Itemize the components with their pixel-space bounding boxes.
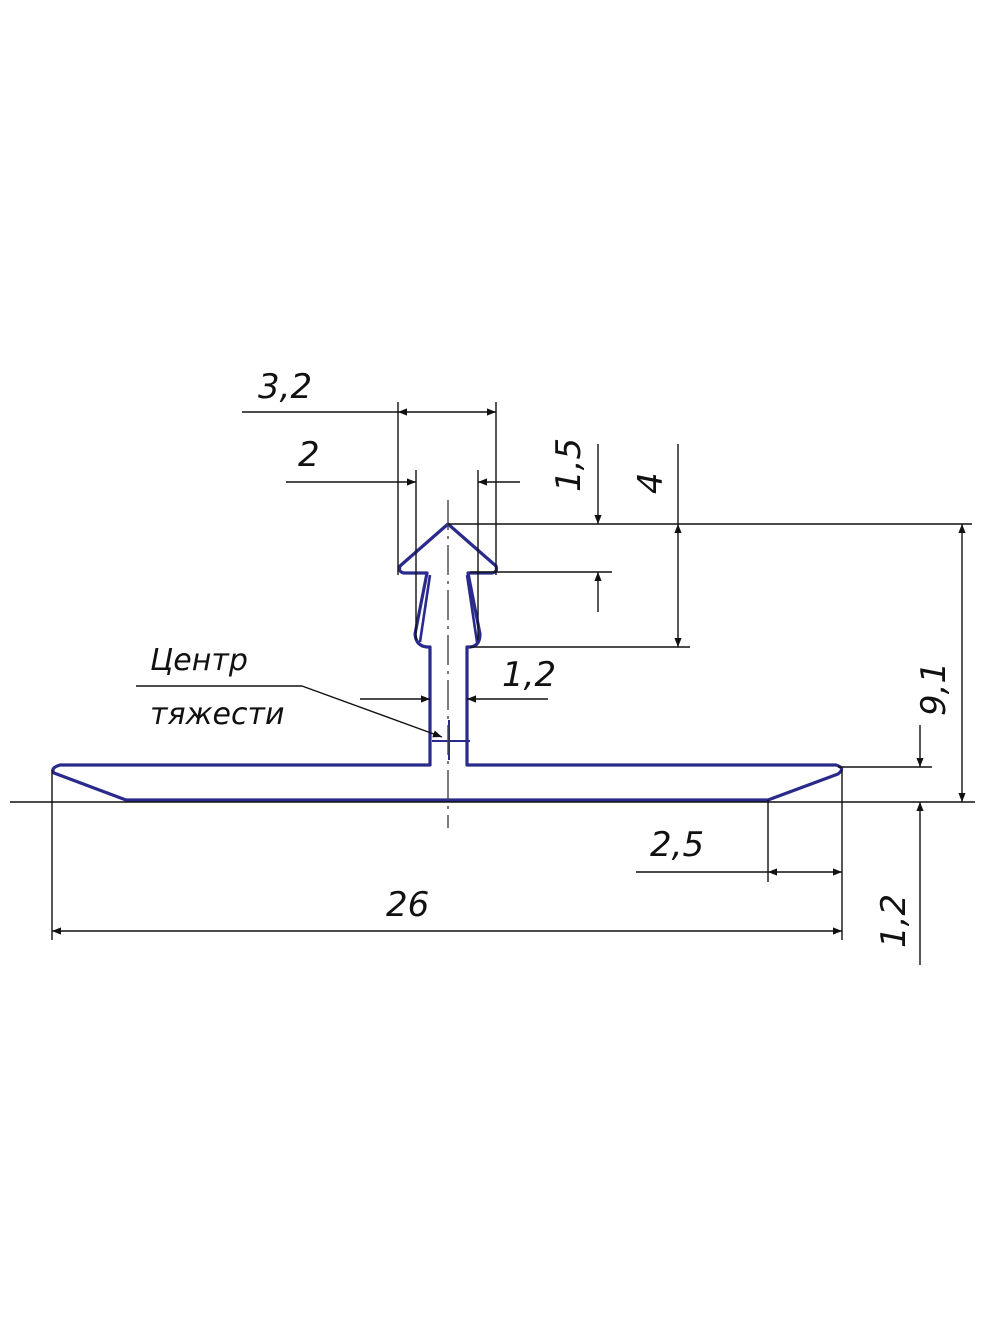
dim-neck-width: 1,2 — [502, 655, 556, 695]
cap-outline — [51, 522, 844, 802]
dim-stem-width: 2 — [298, 435, 320, 475]
head-inner-line-left — [418, 574, 432, 643]
dim-total-height: 9,1 — [914, 662, 954, 716]
cog-leader — [301, 685, 443, 738]
head-inner-line-right — [465, 574, 479, 643]
dimension-lines — [10, 402, 975, 965]
dim-head-height: 4 — [631, 472, 671, 494]
dim-cap-height: 1,5 — [549, 438, 589, 492]
dim-base-thickness: 1,2 — [874, 894, 914, 948]
part-outline — [51, 522, 844, 802]
cog-label-line2: тяжести — [150, 697, 284, 732]
dim-cap-width: 3,2 — [258, 367, 312, 407]
dim-chamfer: 2,5 — [650, 825, 704, 865]
dim-base-length: 26 — [386, 885, 429, 925]
cog-label-line1: Центр — [150, 643, 248, 678]
